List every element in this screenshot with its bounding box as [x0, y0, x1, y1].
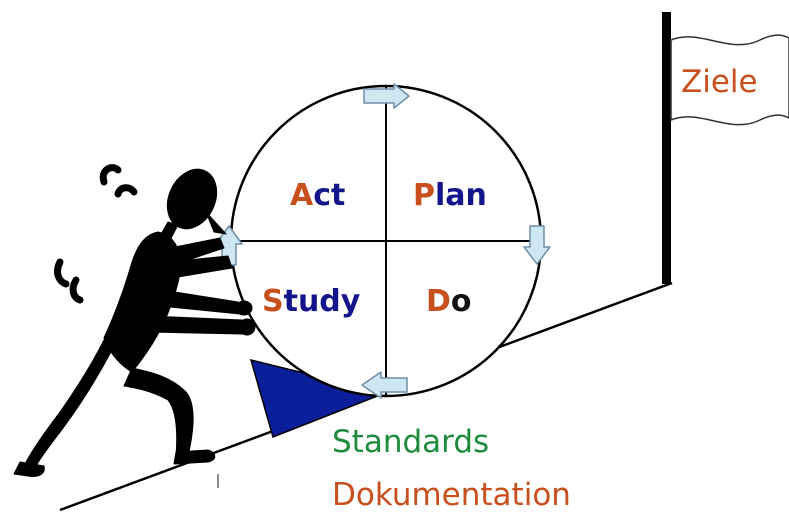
quadrant-act-initial: A — [290, 178, 314, 213]
quadrant-study-initial: S — [262, 284, 284, 319]
goal-flag-label: Ziele — [681, 64, 758, 100]
standards-label: Standards — [332, 424, 489, 460]
cycle-arrows — [215, 83, 551, 399]
quadrant-study: Study — [262, 284, 361, 319]
quadrant-study-rest: tudy — [284, 284, 361, 319]
quadrant-plan: Plan — [413, 178, 487, 213]
pdsa-wheel — [229, 84, 543, 398]
quadrant-act-rest: ct — [313, 178, 345, 213]
quadrant-plan-rest: lan — [435, 178, 487, 213]
flag-icon: Ziele — [662, 12, 789, 284]
quadrant-do-rest: o — [451, 284, 472, 319]
quadrant-do: Do — [426, 284, 472, 319]
quadrant-act: Act — [290, 178, 345, 213]
dokumentation-label: Dokumentation — [332, 477, 571, 513]
arrow-right-icon — [363, 83, 410, 109]
arrow-down-icon — [523, 225, 551, 265]
quadrant-plan-initial: P — [413, 178, 435, 213]
pushing-person-icon — [13, 164, 256, 477]
arrow-left-icon — [361, 371, 408, 399]
quadrant-do-initial: D — [426, 284, 451, 319]
